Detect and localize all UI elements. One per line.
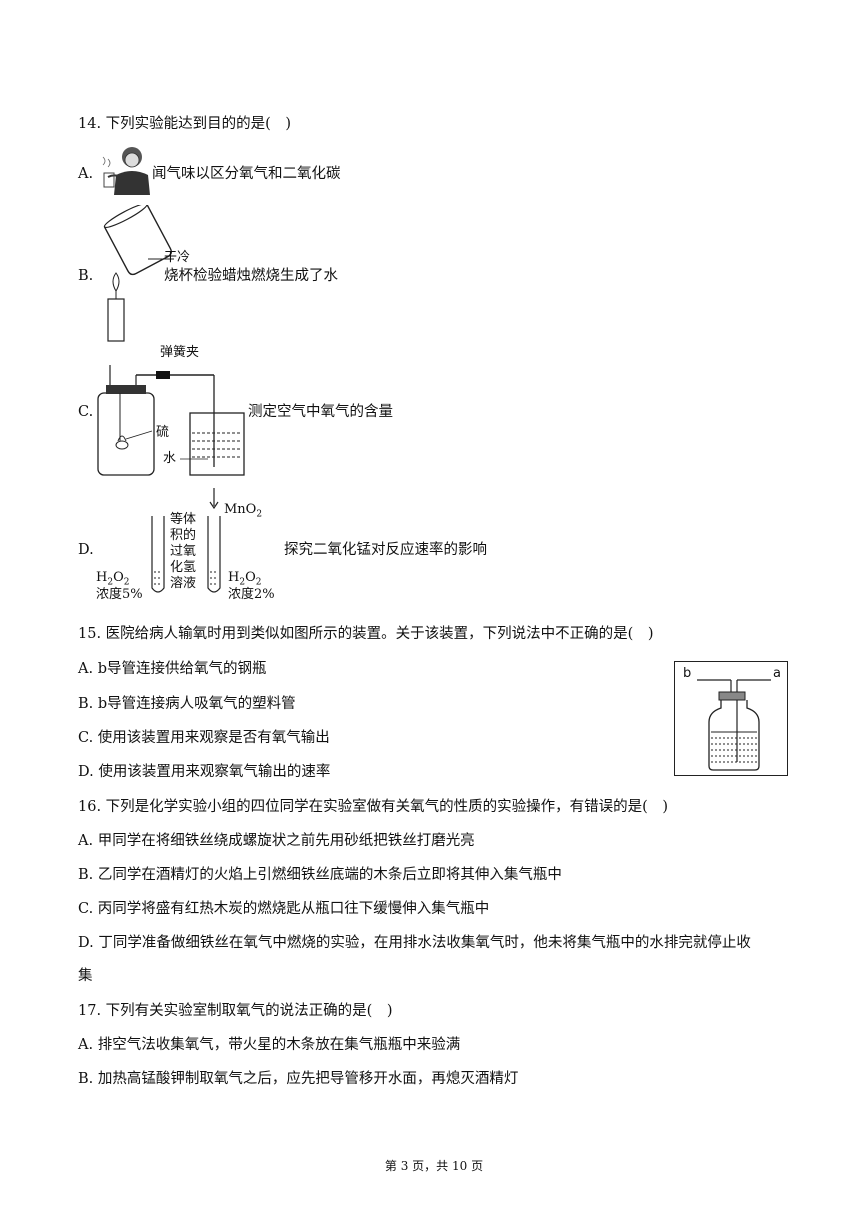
- q14-d-fig-left-formula: H2O2: [96, 570, 130, 588]
- q15-option-b: B. b导管连接病人吸氧气的塑料管: [78, 696, 296, 712]
- q14-option-b-label: B.: [78, 268, 94, 284]
- q14-c-fig-label-sulfur: 硫: [156, 425, 170, 440]
- q14-stem: 14. 下列实验能达到目的的是( ): [78, 116, 291, 132]
- q14-option-c-label: C.: [78, 404, 94, 420]
- q16-option-d-line2: 集: [78, 968, 93, 984]
- q15-option-c: C. 使用该装置用来观察是否有氧气输出: [78, 730, 330, 746]
- oxygen-content-apparatus-figure: [97, 365, 245, 476]
- q14-option-a-label: A.: [78, 166, 94, 182]
- q17-option-a: A. 排空气法收集氧气，带火星的木条放在集气瓶瓶中来验满: [78, 1037, 461, 1053]
- q16-option-d-line1: D. 丁同学准备做细铁丝在氧气中燃烧的实验，在用排水法收集氧气时，他未将集气瓶中…: [78, 935, 751, 951]
- q15-fig-label-b: b: [683, 666, 692, 681]
- q14-d-fig-right-concentration: 浓度2%: [228, 587, 275, 602]
- q14-c-fig-label-clamp: 弹簧夹: [160, 345, 200, 360]
- beaker-candle-figure: [103, 205, 174, 342]
- q16-option-a: A. 甲同学在将细铁丝绕成螺旋状之前先用砂纸把铁丝打磨光亮: [78, 833, 475, 849]
- q15-fig-label-a: a: [773, 666, 781, 681]
- middle-label-line: 过氧: [170, 544, 197, 559]
- q14-d-fig-label-mno2: MnO2: [224, 502, 263, 520]
- q16-stem: 16. 下列是化学实验小组的四位同学在实验室做有关氧气的性质的实验操作，有错误的…: [78, 799, 668, 815]
- q16-option-c: C. 丙同学将盛有红热木炭的燃烧匙从瓶口往下缓慢伸入集气瓶中: [78, 901, 490, 917]
- q14-d-fig-middle-label: 等体 积的 过氧 化氢 溶液: [170, 512, 204, 592]
- q17-option-b: B. 加热高锰酸钾制取氧气之后，应先把导管移开水面，再熄灭酒精灯: [78, 1071, 519, 1087]
- test-tubes-figure: [151, 488, 221, 593]
- middle-label-line: 溶液: [170, 576, 197, 591]
- q14-d-fig-right-formula: H2O2: [228, 570, 262, 588]
- q15-option-d: D. 使用该装置用来观察氧气输出的速率: [78, 764, 331, 780]
- q14-option-d-label: D.: [78, 542, 94, 558]
- gas-washing-bottle-drawing: [697, 679, 771, 771]
- q14-option-b-text: 烧杯检验蜡烛燃烧生成了水: [164, 268, 338, 284]
- q14-option-c-text: 测定空气中氧气的含量: [248, 404, 393, 420]
- page-footer: 第 3 页，共 10 页: [384, 1159, 484, 1173]
- middle-label-line: 等体: [170, 512, 197, 527]
- q14-d-fig-left-concentration: 浓度5%: [96, 587, 143, 602]
- smelling-person-figure: [102, 147, 150, 195]
- q15-stem: 15. 医院给病人输氧时用到类似如图所示的装置。关于该装置，下列说法中不正确的是…: [78, 626, 654, 642]
- q15-option-a: A. b导管连接供给氧气的钢瓶: [78, 661, 267, 677]
- q14-b-fig-label-dry-cold: 干冷: [164, 250, 191, 265]
- q16-option-b: B. 乙同学在酒精灯的火焰上引燃细铁丝底端的木条后立即将其伸入集气瓶中: [78, 867, 562, 883]
- q14-c-fig-label-water: 水: [163, 451, 177, 466]
- middle-label-line: 积的: [170, 528, 197, 543]
- middle-label-line: 化氢: [170, 560, 197, 575]
- gas-washing-bottle-figure: b a: [674, 661, 788, 776]
- q14-option-a-text: 闻气味以区分氧气和二氧化碳: [152, 166, 341, 182]
- q14-option-d-text: 探究二氧化锰对反应速率的影响: [284, 542, 487, 558]
- q17-stem: 17. 下列有关实验室制取氧气的说法正确的是( ): [78, 1003, 393, 1019]
